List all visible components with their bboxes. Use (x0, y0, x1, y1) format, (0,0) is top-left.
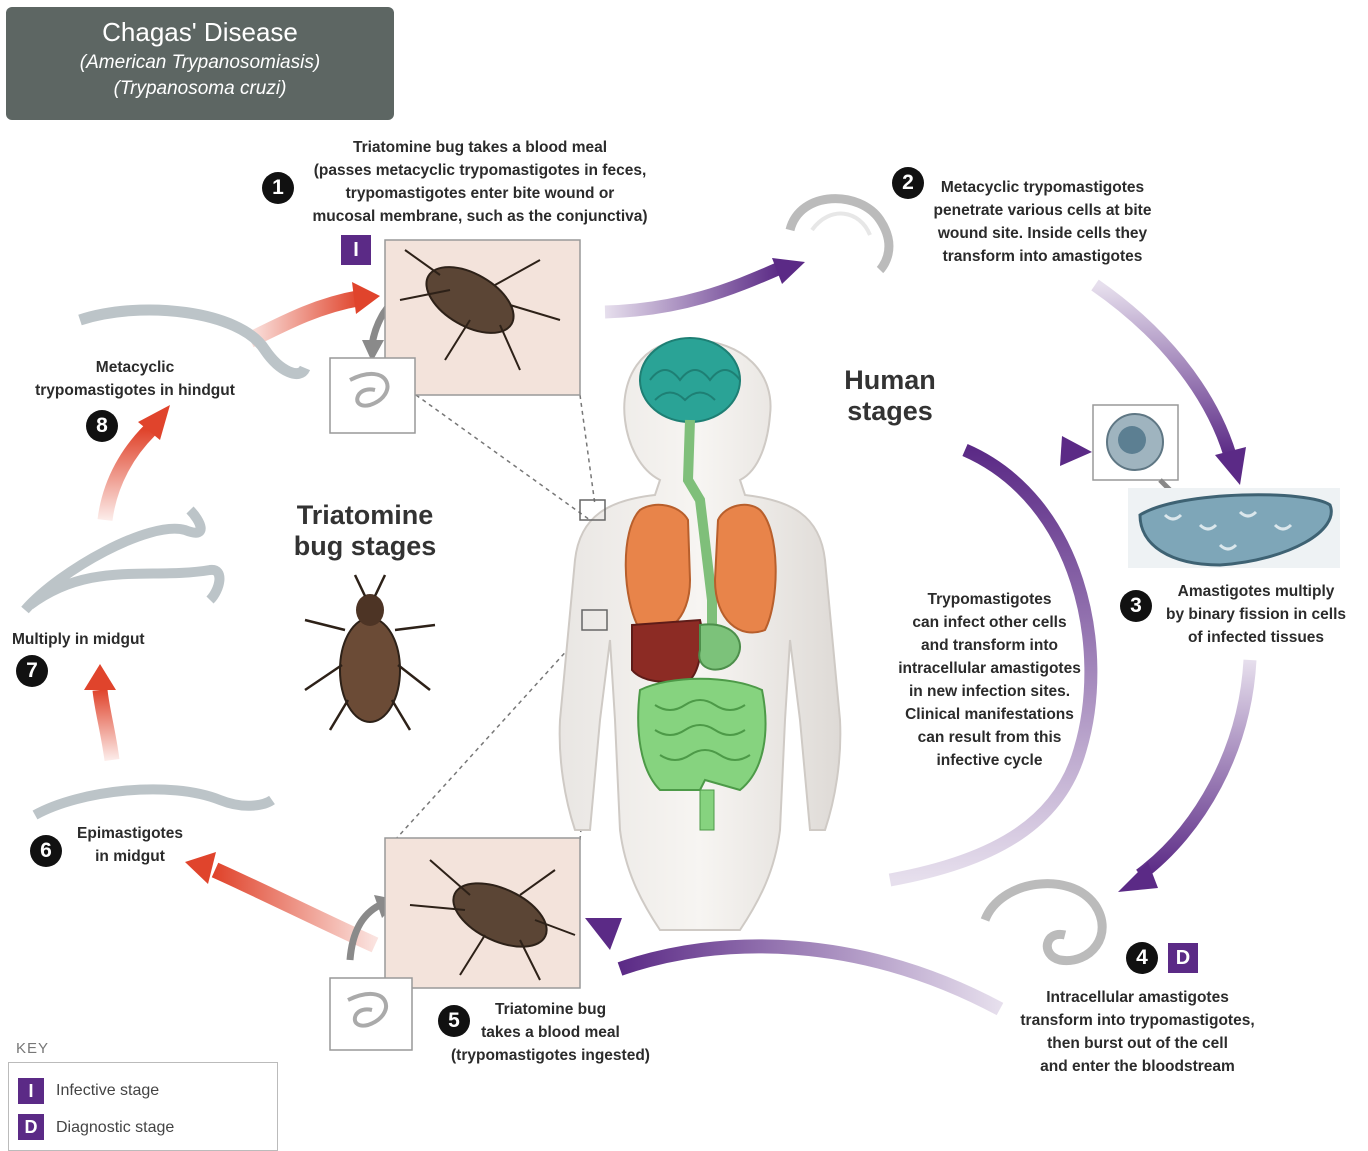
step-7-caption: Multiply in midgut (12, 628, 182, 651)
caption-line: penetrate various cells at bite (915, 199, 1170, 222)
reinfection-cycle-note: Trypomastigotes can infect other cells a… (882, 588, 1097, 772)
caption-line: Triatomine bug takes a blood meal (290, 136, 670, 159)
arrow-1-to-2 (605, 268, 780, 312)
note-line: intracellular amastigotes (882, 657, 1097, 680)
caption-line: Epimastigotes (60, 822, 200, 845)
title-banner: Chagas' Disease (American Trypanosomiasi… (6, 7, 394, 120)
step-4-caption: Intracellular amastigotes transform into… (1000, 986, 1275, 1078)
parasite-stage-7 (25, 510, 219, 610)
caption-line: Metacyclic trypomastigotes (915, 176, 1170, 199)
step-6-caption: Epimastigotes in midgut (60, 822, 200, 868)
caption-line: then burst out of the cell (1000, 1032, 1275, 1055)
bug-feeding-box-5 (385, 838, 580, 988)
human-figure (560, 338, 841, 930)
note-line: Trypomastigotes (882, 588, 1097, 611)
step-number-4: 4 (1126, 942, 1158, 974)
human-stages-line2: stages (820, 396, 960, 427)
arrow-head (84, 664, 116, 690)
caption-line: and enter the bloodstream (1000, 1055, 1275, 1078)
human-stages-line1: Human (820, 365, 960, 396)
liver (632, 620, 702, 682)
caption-line: (trypomastigotes ingested) (438, 1044, 663, 1067)
subtitle-organism: (Trypanosoma cruzi) (6, 78, 394, 100)
caption-line: in midgut (60, 845, 200, 868)
arrow-8-to-1 (250, 298, 360, 340)
step-number-7: 7 (16, 655, 48, 687)
caption-line: of infected tissues (1152, 626, 1360, 649)
key-title: KEY (16, 1040, 49, 1057)
caption-line: transform into trypomastigotes, (1000, 1009, 1275, 1032)
triatomine-bug (305, 575, 435, 730)
infective-stage-badge: I (341, 235, 371, 265)
note-line: infective cycle (882, 749, 1097, 772)
parasite-stage-6 (35, 789, 272, 815)
right-lung (715, 505, 776, 633)
human-stages-label: Human stages (820, 365, 960, 427)
brain (640, 338, 740, 422)
caption-line: trypomastigotes enter bite wound or (290, 182, 670, 205)
parasite-box-1 (330, 358, 415, 433)
caption-line: mucosal membrane, such as the conjunctiv… (290, 205, 670, 228)
step-number-8: 8 (86, 410, 118, 442)
caption-line: (passes metacyclic trypomastigotes in fe… (290, 159, 670, 182)
note-line: Clinical manifestations (882, 703, 1097, 726)
parasite-stage-4 (985, 884, 1102, 961)
diagnostic-stage-badge: D (1168, 943, 1198, 973)
step-8-caption: Metacyclic trypomastigotes in hindgut (10, 356, 260, 402)
bug-stages-line1: Triatomine (280, 500, 450, 531)
arrow-4-to-5 (620, 946, 1000, 1009)
key-diagnostic-badge: D (18, 1114, 44, 1140)
arrow-7-to-8 (105, 430, 150, 520)
arrow-5-to-6 (215, 870, 375, 945)
step-1-caption: Triatomine bug takes a blood meal (passe… (290, 136, 670, 228)
step-number-3: 3 (1120, 590, 1152, 622)
caption-line: Amastigotes multiply (1152, 580, 1360, 603)
arrow-head (585, 918, 622, 950)
key-legend (8, 1062, 278, 1151)
key-infective-label: Infective stage (56, 1082, 159, 1100)
arrow-3-to-4 (1140, 660, 1250, 875)
caption-line: transform into amastigotes (915, 245, 1170, 268)
bug-stages-line2: bug stages (280, 531, 450, 562)
caption-line: Intracellular amastigotes (1000, 986, 1275, 1009)
note-line: can infect other cells (882, 611, 1097, 634)
note-line: and transform into (882, 634, 1097, 657)
step-5-caption: Triatomine bug takes a blood meal (trypo… (438, 998, 663, 1067)
caption-line: trypomastigotes in hindgut (10, 379, 260, 402)
caption-line: Multiply in midgut (12, 628, 182, 651)
arrow-head (1060, 436, 1092, 466)
note-line: can result from this (882, 726, 1097, 749)
caption-line: takes a blood meal (438, 1021, 663, 1044)
note-line: in new infection sites. (882, 680, 1097, 703)
bug-stages-label: Triatomine bug stages (280, 500, 450, 562)
arrow-head (1215, 447, 1246, 485)
intestines (638, 679, 765, 790)
step-2-caption: Metacyclic trypomastigotes penetrate var… (915, 176, 1170, 268)
caption-line: Triatomine bug (438, 998, 663, 1021)
key-infective-badge: I (18, 1078, 44, 1104)
title: Chagas' Disease (6, 17, 394, 48)
subtitle-disease: (American Trypanosomiasis) (6, 52, 394, 74)
step-number-6: 6 (30, 835, 62, 867)
parasite-stage-2 (790, 199, 889, 270)
parasite-box-5 (330, 978, 412, 1050)
step-3-caption: Amastigotes multiply by binary fission i… (1152, 580, 1360, 649)
caption-line: Metacyclic (10, 356, 260, 379)
caption-line: wound site. Inside cells they (915, 222, 1170, 245)
caption-line: by binary fission in cells (1152, 603, 1360, 626)
arrow-head (352, 282, 380, 314)
left-lung (626, 505, 690, 633)
key-diagnostic-label: Diagnostic stage (56, 1119, 174, 1137)
arrow-6-to-7 (100, 690, 112, 760)
